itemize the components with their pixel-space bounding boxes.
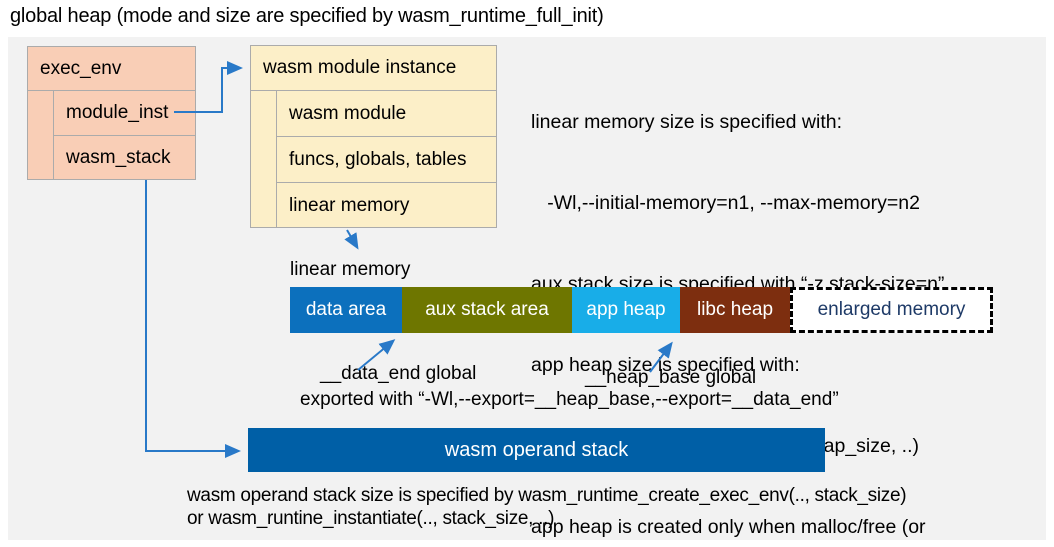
wasm-module-instance-rows: wasm module funcs, globals, tables linea…	[276, 91, 496, 228]
note-line: or wasm_runtine_instantiate(.., stack_si…	[187, 508, 555, 529]
exec-env-rows: module_inst wasm_stack	[53, 91, 195, 180]
note-line: app heap size is specified with:	[531, 354, 800, 376]
wasm-module-instance-header: wasm module instance	[251, 46, 496, 91]
segment-app-heap: app heap	[572, 287, 680, 333]
note-line: linear memory size is specified with:	[531, 111, 843, 133]
exec-env-box: exec_env module_inst wasm_stack	[27, 46, 196, 180]
segment-enlarged-memory: enlarged memory	[790, 287, 993, 333]
row-wasm-module: wasm module	[289, 102, 407, 124]
wasm-operand-stack-bar: wasm operand stack	[248, 428, 825, 472]
data-end-global-label: __data_end global	[320, 363, 477, 384]
exec-env-row-wasm-stack: wasm_stack	[54, 135, 195, 180]
segment-libc-heap: libc heap	[680, 287, 790, 333]
diagram-title: global heap (mode and size are specified…	[10, 5, 604, 27]
exec-env-row-module-inst: module_inst	[66, 102, 169, 123]
segment-data-area: data area	[290, 287, 402, 333]
segment-aux-stack-area: aux stack area	[402, 287, 572, 333]
note-line: -Wl,--initial-memory=n1, --max-memory=n2	[531, 192, 920, 214]
note-line: wasm operand stack size is specified by …	[187, 485, 907, 506]
operand-stack-note: wasm operand stack size is specified by …	[187, 484, 907, 530]
wasm-module-instance-box: wasm module instance wasm module funcs, …	[250, 45, 497, 228]
row-funcs-globals-tables: funcs, globals, tables	[277, 136, 496, 182]
note-line: app heap is created only when malloc/fre…	[531, 516, 926, 538]
exec-env-header: exec_env	[28, 47, 195, 91]
row-linear-memory: linear memory	[277, 182, 496, 228]
linear-memory-label: linear memory	[290, 259, 411, 280]
exported-with-label: exported with “-Wl,--export=__heap_base,…	[300, 389, 839, 410]
heap-base-global-label: __heap_base global	[585, 367, 757, 388]
